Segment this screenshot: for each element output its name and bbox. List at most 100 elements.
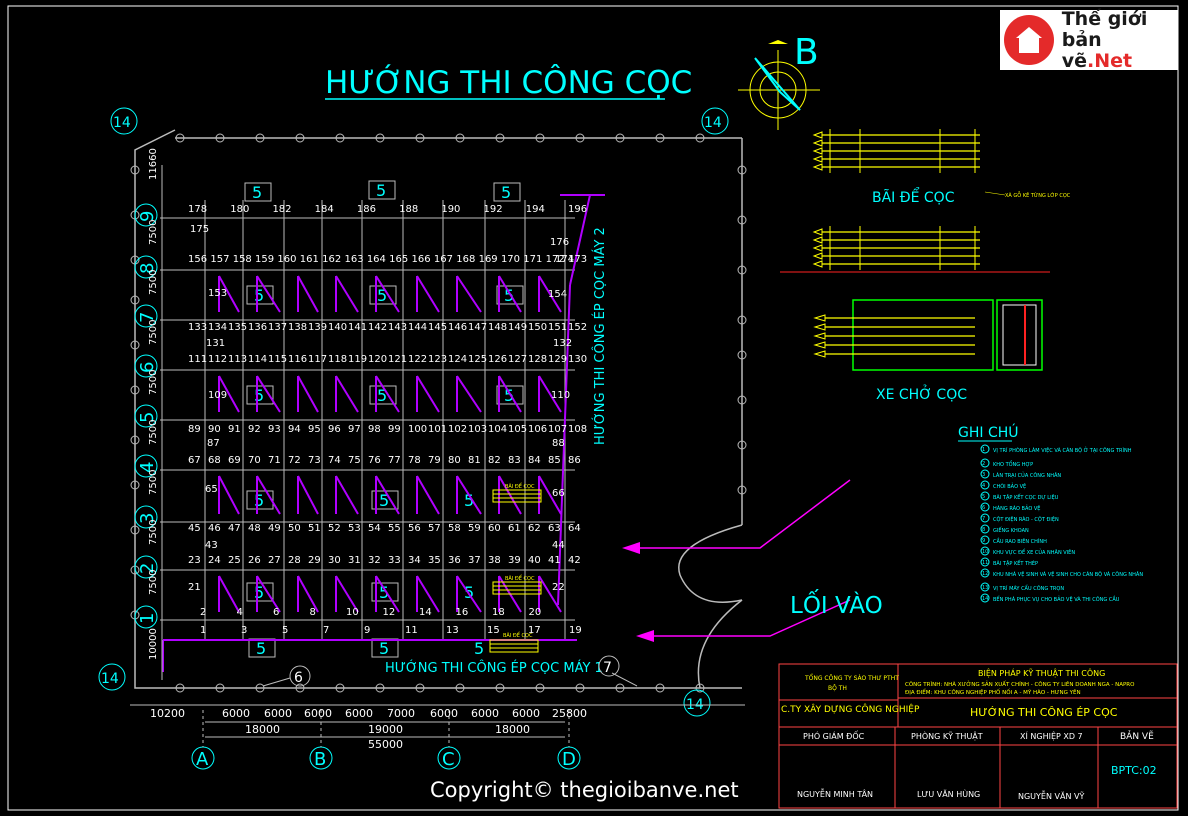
title-block: TỔNG CÔNG TY SÀO THƯ PTHT BỘ TH C.TY XÂY… — [778, 663, 1178, 809]
tb-sheet-name: HƯỚNG THI CÔNG ÉP CỌC — [970, 706, 1118, 719]
pile-number: 38 — [488, 555, 501, 566]
pile-group-box — [246, 582, 274, 602]
site-logo[interactable]: Thế giới bản vẽ.Net — [1000, 8, 1178, 71]
machine1-label: HƯỚNG THI CÔNG ÉP CỌC MÁY 1 — [385, 660, 603, 676]
pile-number: 17 — [528, 625, 541, 636]
pile-number: 75 — [348, 455, 361, 466]
pile-group-box — [246, 490, 274, 510]
pile-number: 15 — [487, 625, 500, 636]
pile-number: 108 — [568, 424, 587, 435]
tb-company1: TỔNG CÔNG TY SÀO THƯ PTHT — [804, 674, 899, 682]
pile-number: 159 — [255, 254, 274, 265]
pile-number: 148 — [488, 322, 507, 333]
machine-path-segment — [297, 275, 319, 313]
note-number: 6 — [982, 505, 985, 511]
pile-group-number: 5 — [377, 386, 387, 405]
truck-label: XE CHỞ CỌC — [876, 384, 967, 403]
pile-number: 20 — [529, 607, 542, 618]
pile-number: 18 — [492, 607, 505, 618]
marker-6: 6 — [262, 665, 311, 687]
pile-tip — [813, 332, 826, 340]
note-number-circle — [980, 524, 990, 534]
pile-number: 26 — [248, 555, 261, 566]
note-number: 14 — [982, 596, 988, 602]
col-axis-A: A — [191, 710, 215, 770]
pile-number: 152 — [568, 322, 587, 333]
pile-number: 138 — [288, 322, 307, 333]
machine-path-segment — [416, 575, 440, 613]
machine-path-segment — [335, 575, 359, 613]
note-text: CẦU RAO BIÊN CHÍNH — [993, 537, 1047, 545]
tb-name1: NGUYỄN MINH TÂN — [797, 787, 873, 799]
pile-number: 166 — [412, 254, 431, 265]
row-axis-label: 1 — [137, 613, 158, 624]
pile-number: 87 — [207, 438, 220, 449]
pile-number: 1 — [200, 625, 206, 636]
bottom-dim: 7000 — [387, 707, 415, 720]
pile-tip — [812, 244, 823, 252]
pile-group-box — [493, 182, 521, 202]
pile-number: 28 — [288, 555, 301, 566]
tb-project-title: BIỆN PHÁP KỸ THUẬT THI CÔNG — [978, 667, 1105, 679]
pile-number: 149 — [508, 322, 527, 333]
pile-number: 48 — [248, 523, 261, 534]
machine-path-segment — [375, 275, 400, 313]
pile-group-box — [496, 285, 524, 305]
pile-number: 39 — [508, 555, 521, 566]
pile-number: 5 — [282, 625, 288, 636]
row-axis-label: 2 — [137, 563, 158, 574]
pile-tip — [813, 314, 826, 322]
left-dim: 11660 — [148, 148, 159, 180]
pile-group-number: 5 — [464, 491, 474, 510]
pile-number: 140 — [328, 322, 347, 333]
pile-number: 23 — [188, 555, 201, 566]
pile-number: 53 — [348, 523, 361, 534]
pile-number: 109 — [208, 390, 227, 401]
pile-number: 94 — [288, 424, 301, 435]
svg-text:6: 6 — [294, 670, 303, 686]
col-axis-label: C — [442, 749, 455, 770]
note-text: VỊ TRÍ PHÒNG LÀM VIỆC VÀ CÁN BỘ Ở TẠI CÔ… — [993, 446, 1132, 454]
note-number: 8 — [982, 527, 985, 533]
left-dim: 7500 — [148, 320, 159, 345]
left-dim: 7500 — [148, 520, 159, 545]
pile-number: 46 — [208, 523, 221, 534]
bottom-dim: 6000 — [430, 707, 458, 720]
pile-number: 163 — [344, 254, 363, 265]
row-axis-5: 5 — [134, 404, 158, 428]
pile-group-number: 5 — [504, 286, 514, 305]
pile-number: 190 — [441, 204, 460, 215]
north-label: B — [794, 32, 819, 73]
note-text: HÀNG RÀO BẢO VỆ — [993, 504, 1040, 512]
pile-number: 30 — [328, 555, 341, 566]
pile-number: 117 — [308, 354, 327, 365]
left-dim: 7500 — [148, 270, 159, 295]
machine-path-segment — [375, 575, 400, 613]
pile-number: 188 — [399, 204, 418, 215]
machine-path-segment — [335, 275, 359, 313]
pile-number: 88 — [552, 438, 565, 449]
pile-tip — [812, 236, 823, 244]
pile-number: 66 — [552, 488, 565, 499]
machine-path-segment — [297, 375, 319, 413]
machine-path-segment — [456, 275, 482, 313]
bottom-dim: 6000 — [264, 707, 292, 720]
left-dim: 7500 — [148, 420, 159, 445]
pile-number: 63 — [548, 523, 561, 534]
pile-number: 37 — [468, 555, 481, 566]
pile-number: 168 — [456, 254, 475, 265]
row-axis-7: 7 — [134, 304, 158, 328]
pile-number: 90 — [208, 424, 221, 435]
pile-number: 194 — [526, 204, 545, 215]
entrance-gate — [622, 479, 851, 689]
pile-number: 89 — [188, 424, 201, 435]
pile-number: 11 — [405, 625, 418, 636]
dim-55000: 55000 — [368, 738, 403, 751]
pile-number: 71 — [268, 455, 281, 466]
